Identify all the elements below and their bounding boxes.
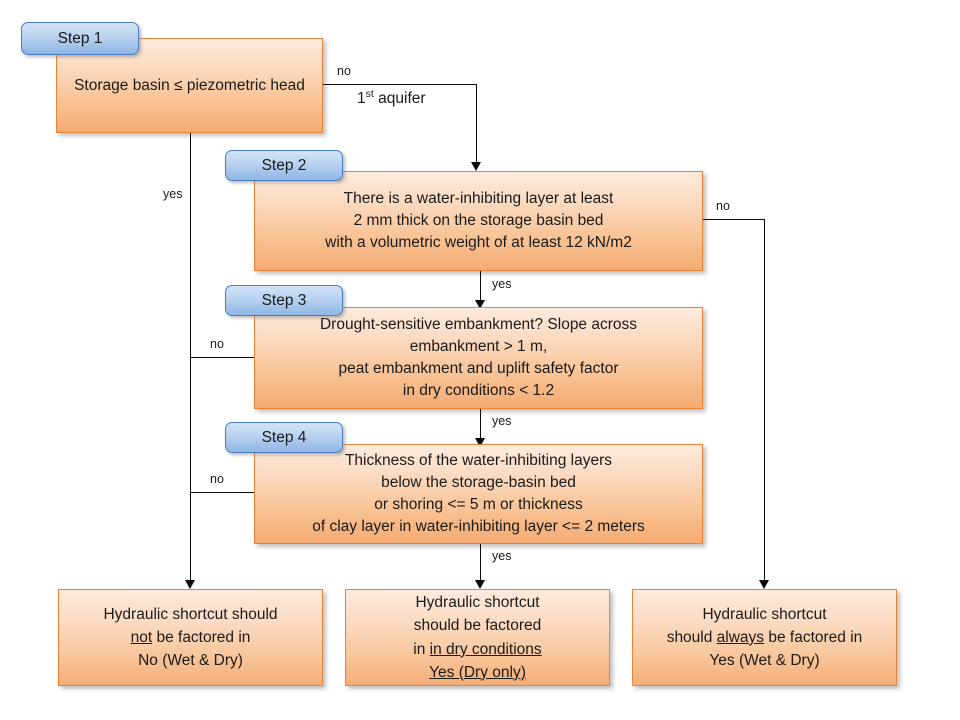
step-box-2[interactable]: There is a water-inhibiting layer at lea…: [254, 171, 703, 271]
step-box-4[interactable]: Thickness of the water-inhibiting layers…: [254, 444, 703, 544]
connector-step2-no-vertical: [764, 219, 765, 583]
step-box-4-text: Thickness of the water-inhibiting layers…: [263, 450, 694, 538]
edge-label-step2-yes: yes: [492, 277, 512, 291]
edge-label-step2-no: no: [716, 199, 730, 213]
connector-step3-no-horizontal: [190, 357, 254, 358]
step-badge-4[interactable]: Step 4: [225, 422, 343, 453]
connector-step1-yes-vertical: [190, 133, 191, 583]
step-box-2-text: There is a water-inhibiting layer at lea…: [263, 188, 694, 254]
step-badge-2[interactable]: Step 2: [225, 150, 343, 181]
outcome-right-line-1: Hydraulic shortcut: [702, 605, 827, 623]
step-box-2-line-3: with a volumetric weight of at least 12 …: [325, 234, 632, 251]
arrowhead-step2-to-step3: [475, 300, 485, 309]
edge-label-step4-yes: yes: [492, 549, 512, 563]
edge-label-1st-aquifer: 1st aquifer: [357, 88, 426, 108]
step-box-1-text: Storage basin ≤ piezometric head: [65, 75, 314, 97]
connector-step3-yes-vertical: [480, 409, 481, 440]
outcome-left-line-3: No (Wet & Dry): [138, 652, 243, 670]
connector-step2-no-horizontal: [703, 219, 765, 220]
step-box-1-line-1: Storage basin ≤ piezometric head: [74, 76, 305, 94]
outcome-right-line-2: should always be factored in: [666, 628, 863, 646]
outcome-middle-line-4: Yes (Dry only): [429, 663, 526, 681]
step-badge-3[interactable]: Step 3: [225, 285, 343, 316]
outcome-middle-text: Hydraulic shortcut should be factored in…: [352, 591, 603, 684]
arrowhead-step2-no-to-outcome-right: [759, 580, 769, 589]
edge-label-step1-no: no: [337, 64, 351, 78]
edge-label-step1-yes: yes: [163, 187, 183, 201]
step-box-4-line-3: or shoring <= 5 m or thickness: [374, 496, 583, 513]
arrowhead-step3-to-step4: [475, 438, 485, 447]
edge-label-step3-yes: yes: [492, 414, 512, 428]
outcome-box-middle[interactable]: Hydraulic shortcut should be factored in…: [345, 589, 610, 686]
step-box-3-line-2: embankment > 1 m,: [409, 338, 548, 355]
step-badge-2-label: Step 2: [261, 156, 307, 174]
step-badge-3-label: Step 3: [261, 291, 307, 309]
arrowhead-step1-to-step2: [471, 162, 481, 171]
outcome-right-text: Hydraulic shortcut should always be fact…: [639, 603, 890, 673]
edge-label-step4-no: no: [210, 472, 224, 486]
step-box-3-text: Drought-sensitive embankment? Slope acro…: [263, 314, 694, 402]
step-badge-1[interactable]: Step 1: [21, 22, 139, 55]
outcome-left-text: Hydraulic shortcut should not be factore…: [65, 603, 316, 673]
connector-step4-yes-vertical: [480, 544, 481, 583]
connector-step1-no-horizontal: [323, 84, 477, 85]
step-badge-1-label: Step 1: [57, 29, 103, 47]
step-box-3-line-3: peat embankment and uplift safety factor: [338, 360, 619, 377]
arrowhead-step4-to-outcome-middle: [475, 580, 485, 589]
step-box-3-line-4: in dry conditions < 1.2: [402, 382, 555, 399]
edge-label-step3-no: no: [210, 337, 224, 351]
step-box-4-line-4: of clay layer in water-inhibiting layer …: [312, 518, 645, 535]
connector-step1-no-vertical: [476, 84, 477, 164]
outcome-middle-line-3: in in dry conditions: [413, 640, 542, 658]
step-box-4-line-2: below the storage-basin bed: [381, 474, 576, 491]
step-badge-4-label: Step 4: [261, 428, 307, 446]
step-box-3[interactable]: Drought-sensitive embankment? Slope acro…: [254, 307, 703, 409]
outcome-middle-line-2: should be factored: [413, 617, 542, 635]
outcome-box-left[interactable]: Hydraulic shortcut should not be factore…: [58, 589, 323, 686]
outcome-right-line-3: Yes (Wet & Dry): [709, 652, 820, 670]
step-box-4-line-1: Thickness of the water-inhibiting layers: [344, 452, 613, 469]
outcome-left-line-2: not be factored in: [130, 628, 251, 646]
connector-step4-no-horizontal: [190, 492, 254, 493]
step-box-2-line-1: There is a water-inhibiting layer at lea…: [343, 190, 614, 207]
outcome-middle-line-1: Hydraulic shortcut: [415, 594, 540, 611]
step-box-2-line-2: 2 mm thick on the storage basin bed: [353, 212, 604, 229]
arrowhead-step1-yes-to-outcome-left: [185, 580, 195, 589]
step-box-3-line-1: Drought-sensitive embankment? Slope acro…: [319, 316, 638, 333]
outcome-left-line-1: Hydraulic shortcut should: [103, 605, 278, 623]
connector-step2-yes-vertical: [480, 271, 481, 302]
step-box-1[interactable]: Storage basin ≤ piezometric head: [56, 38, 323, 133]
outcome-box-right[interactable]: Hydraulic shortcut should always be fact…: [632, 589, 897, 686]
